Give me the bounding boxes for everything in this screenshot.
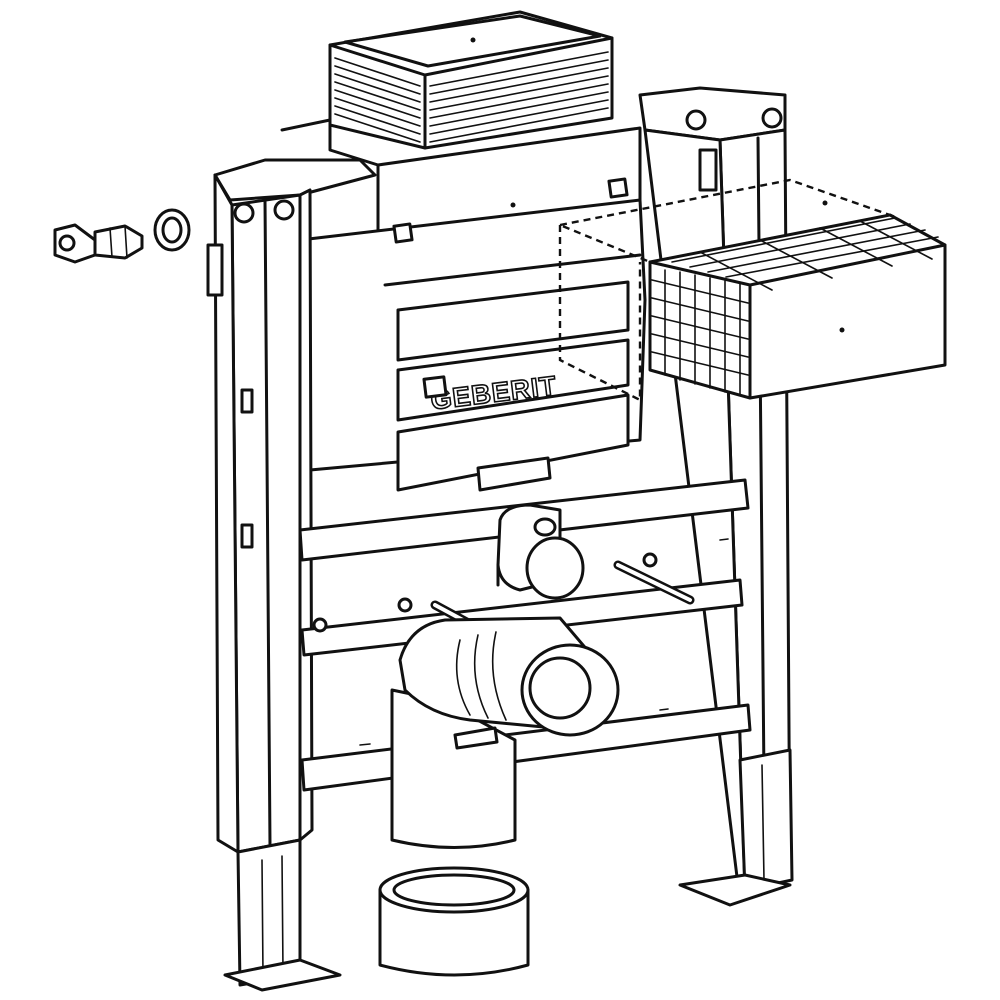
left-frame-post: [206, 158, 377, 992]
brand-logo-mark: [422, 375, 448, 399]
cistern-top-box: [328, 10, 614, 150]
supply-pipe-elbow: [496, 503, 585, 600]
connector-sleeve: [378, 866, 530, 977]
mesh-service-box: [648, 200, 947, 400]
waste-pipe-elbow: [390, 616, 620, 849]
flush-plate-area: GEBERIT: [396, 280, 630, 492]
loose-valve-parts: [53, 208, 191, 264]
